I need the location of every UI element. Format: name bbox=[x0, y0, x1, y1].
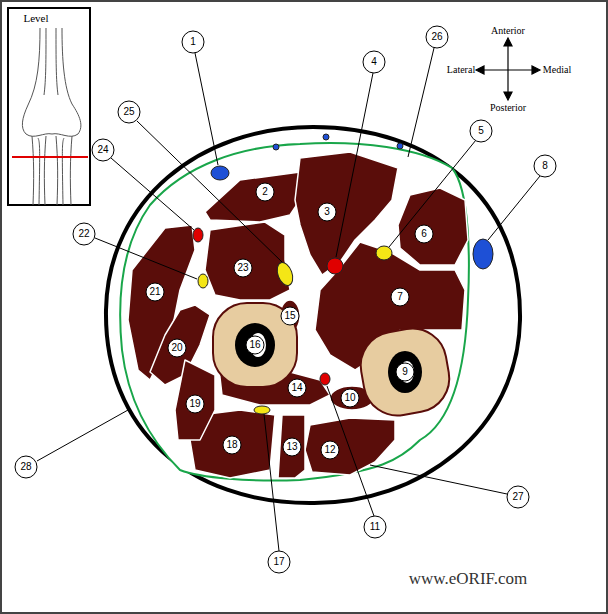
inset-label: Level bbox=[23, 13, 48, 24]
callout-number: 10 bbox=[344, 393, 355, 403]
callout-number: 15 bbox=[284, 311, 295, 321]
compass-label: Anterior bbox=[491, 26, 525, 36]
callout-number: 4 bbox=[371, 57, 377, 67]
callout-number: 26 bbox=[431, 32, 442, 42]
callout-number: 27 bbox=[512, 492, 523, 502]
callout-number: 9 bbox=[402, 367, 408, 377]
callout-number: 24 bbox=[97, 145, 108, 155]
callout-number: 7 bbox=[397, 292, 403, 302]
callout-number: 28 bbox=[20, 462, 31, 472]
callout-number: 6 bbox=[421, 229, 427, 239]
compass-label: Posterior bbox=[490, 103, 526, 113]
callout-number: 25 bbox=[123, 107, 134, 117]
callout-number: 14 bbox=[291, 383, 302, 393]
compass-label: Lateral bbox=[447, 65, 475, 75]
callout-number: 19 bbox=[189, 399, 200, 409]
watermark: www.eORIF.com bbox=[409, 570, 527, 587]
callout-number: 20 bbox=[171, 343, 182, 353]
callout-number: 13 bbox=[286, 442, 297, 452]
callout-number: 18 bbox=[226, 440, 237, 450]
compass-label: Medial bbox=[543, 65, 571, 75]
callout-number: 21 bbox=[149, 287, 160, 297]
callout-number: 12 bbox=[324, 445, 335, 455]
callout-number: 11 bbox=[370, 522, 380, 532]
callout-number: 5 bbox=[478, 126, 484, 136]
callout-number: 1 bbox=[190, 37, 196, 47]
callout-number: 17 bbox=[273, 557, 284, 567]
callout-number: 3 bbox=[324, 207, 330, 217]
callout-number: 2 bbox=[262, 187, 268, 197]
callout-number: 16 bbox=[249, 340, 260, 350]
callout-number: 23 bbox=[237, 263, 248, 273]
callout-number: 22 bbox=[78, 229, 89, 239]
callout-number: 8 bbox=[542, 161, 548, 171]
